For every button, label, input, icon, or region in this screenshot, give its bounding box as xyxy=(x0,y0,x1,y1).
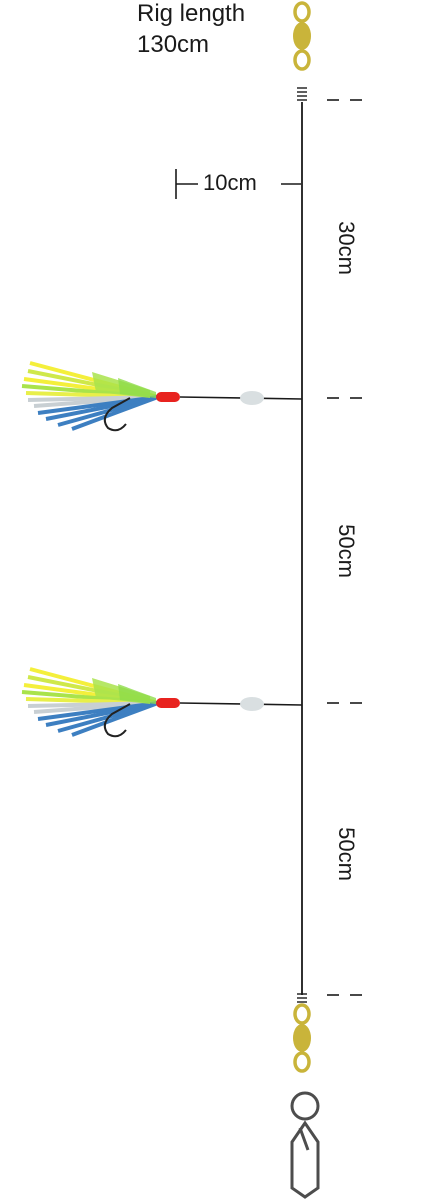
dropper-measure xyxy=(175,169,301,199)
bottom-knot xyxy=(297,993,307,1003)
measure-markers xyxy=(327,99,362,996)
segment-top-label: 30cm xyxy=(334,221,359,275)
top-swivel-icon xyxy=(291,1,313,71)
rig-title-line1: Rig length xyxy=(137,0,246,27)
rig-title-line2: 130cm xyxy=(137,31,210,58)
top-knot xyxy=(297,87,307,101)
snap-clip-icon xyxy=(290,1091,320,1199)
lure-2-icon xyxy=(20,667,304,739)
segment-bottom-label: 50cm xyxy=(334,827,359,881)
bottom-swivel-icon xyxy=(291,1003,313,1073)
segment-mid-label: 50cm xyxy=(334,524,359,578)
rig-title: Rig length 130cm xyxy=(137,0,245,60)
lure-1-icon xyxy=(20,361,304,433)
dropper-label: 10cm xyxy=(203,170,257,195)
